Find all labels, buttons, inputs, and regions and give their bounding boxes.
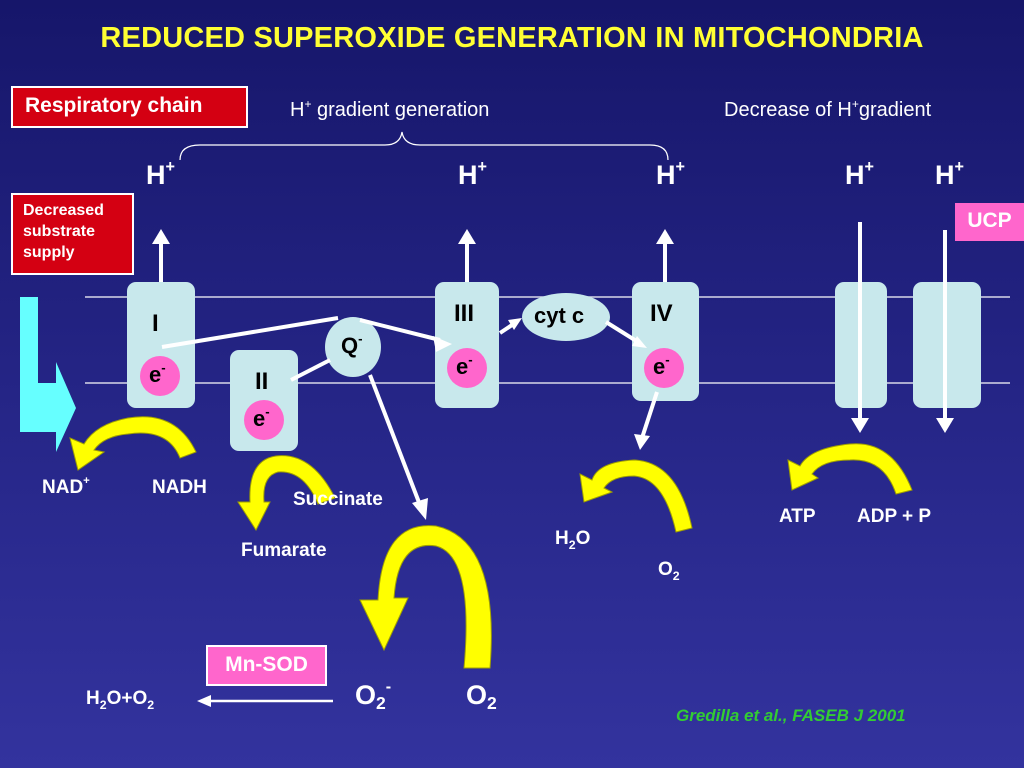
h: H <box>555 528 569 549</box>
q-minus: - <box>358 331 363 346</box>
o: O <box>575 528 591 549</box>
e: e <box>456 354 469 379</box>
plus: + <box>864 158 874 176</box>
sub2: 2 <box>672 569 680 583</box>
gg-text: gradient generation <box>311 99 490 121</box>
atp-label: ATP <box>779 506 816 527</box>
nad-plus: + <box>83 475 90 487</box>
e: e <box>149 362 162 387</box>
plus: + <box>477 158 487 176</box>
respiratory-chain-label: Respiratory chain <box>11 86 248 128</box>
o: O <box>658 559 673 580</box>
gradient-generation-header: H+ gradient generation <box>290 97 490 122</box>
plus: + <box>954 158 964 176</box>
sub2a: 2 <box>99 698 107 712</box>
superoxide-label: O2- <box>355 678 392 713</box>
e: e <box>253 406 266 431</box>
o: O <box>466 680 488 710</box>
gd-text: Decrease of H <box>724 99 852 121</box>
electron-circle-II <box>244 400 284 440</box>
curved-arrow-succinate <box>237 455 336 532</box>
gradient-decrease-header: Decrease of H+gradient <box>724 97 932 122</box>
curved-arrow-nadh <box>69 416 197 471</box>
plus: + <box>675 158 685 176</box>
mnsod-label: Mn-SOD <box>206 645 327 686</box>
page-title: REDUCED SUPEROXIDE GENERATION IN MITOCHO… <box>100 22 924 54</box>
h: H <box>86 688 100 709</box>
complex-III-label: III <box>454 300 475 327</box>
q: Q <box>341 333 359 358</box>
sub2b: 2 <box>147 698 155 712</box>
decreased-line-2: substrate <box>23 223 96 240</box>
h: H <box>146 160 166 190</box>
hplus-label-I: H+ <box>146 158 175 191</box>
curved-arrow-superoxide <box>359 525 492 669</box>
succinate-label: Succinate <box>293 489 383 510</box>
e-flow-IV-to-O2 <box>640 391 659 439</box>
h: H <box>656 160 676 190</box>
q-label: Q- <box>341 331 363 359</box>
substrate-supply-arrow <box>20 297 76 452</box>
e-flow-Q-to-III <box>359 318 441 342</box>
h: H <box>458 160 478 190</box>
gd-post: gradient <box>858 99 932 121</box>
decreased-line-1: Decreased <box>23 202 104 219</box>
o-plus-o: O+O <box>106 688 148 709</box>
minus: - <box>265 404 270 419</box>
minus: - <box>385 678 392 696</box>
hplus-label-atp: H+ <box>845 158 874 191</box>
o: O <box>355 680 377 710</box>
q-ellipse <box>325 317 381 377</box>
sub2: 2 <box>376 693 386 713</box>
curved-arrow-atp <box>787 443 913 495</box>
e-flow-I-to-Q <box>161 316 339 349</box>
hplus-label-ucp: H+ <box>935 158 964 191</box>
complex-II-label: II <box>255 368 269 395</box>
ucp-label: UCP <box>955 203 1024 241</box>
electron-label-III: e- <box>456 352 473 380</box>
decreased-line-3: supply <box>23 244 75 261</box>
curved-arrow-complex-iv <box>579 459 693 533</box>
electron-label-IV: e- <box>653 352 670 380</box>
electron-circle-III <box>447 348 487 388</box>
gd-sup: + <box>851 97 859 111</box>
electron-label-I: e- <box>149 360 166 388</box>
electron-circle-IV <box>644 348 684 388</box>
citation: Gredilla et al., FASEB J 2001 <box>676 706 906 725</box>
cytc-ellipse <box>522 293 610 341</box>
h2o-o2-label: H2O+O2 <box>86 688 155 712</box>
gg-sup: + <box>304 97 312 111</box>
hplus-label-IV: H+ <box>656 158 685 191</box>
hplus-label-III: H+ <box>458 158 487 191</box>
e-flow-cytc-to-IV <box>604 320 640 344</box>
minus: - <box>161 360 166 375</box>
o2-label-iv: O2 <box>658 559 680 583</box>
electron-label-II: e- <box>253 404 270 432</box>
gradient-brace <box>179 131 669 161</box>
e: e <box>653 354 666 379</box>
e-flow-Q-to-superoxide <box>368 374 422 506</box>
e-flow-II-to-Q <box>290 358 331 382</box>
minus: - <box>665 352 670 367</box>
plus: + <box>165 158 175 176</box>
o2-big-label: O2 <box>466 680 497 713</box>
gg-h: H <box>290 99 305 121</box>
decreased-substrate-supply-label: Decreased substrate supply <box>11 193 134 275</box>
h: H <box>845 160 865 190</box>
adp-label: ADP + P <box>857 506 932 527</box>
nadh-label: NADH <box>152 477 207 498</box>
minus: - <box>468 352 473 367</box>
nad: NAD <box>42 477 84 498</box>
h: H <box>935 160 955 190</box>
complex-IV-label: IV <box>650 300 673 327</box>
fumarate-label: Fumarate <box>241 540 327 561</box>
sub2: 2 <box>568 538 576 552</box>
complex-I-label: I <box>152 310 159 337</box>
h2o-label-iv: H2O <box>555 528 591 552</box>
nad-label: NAD+ <box>42 475 90 499</box>
sub2: 2 <box>487 693 497 713</box>
cytc-label: cyt c <box>534 303 585 328</box>
electron-circle-I <box>140 356 180 396</box>
